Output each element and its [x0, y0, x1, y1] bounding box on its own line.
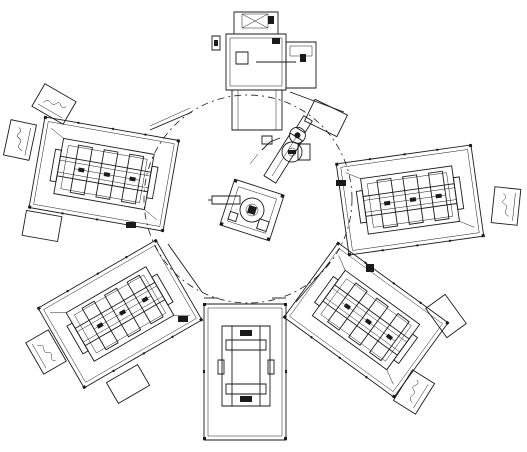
lower-left-cell: [25, 238, 204, 404]
lower-right-cell: [282, 240, 467, 415]
right-cell: [290, 92, 522, 257]
left-cell: [3, 83, 192, 243]
top-infeed-station: [212, 12, 316, 130]
bottom-cell: [203, 298, 287, 440]
safety-boundary-circle: [144, 95, 352, 303]
central-robot: [208, 114, 315, 241]
